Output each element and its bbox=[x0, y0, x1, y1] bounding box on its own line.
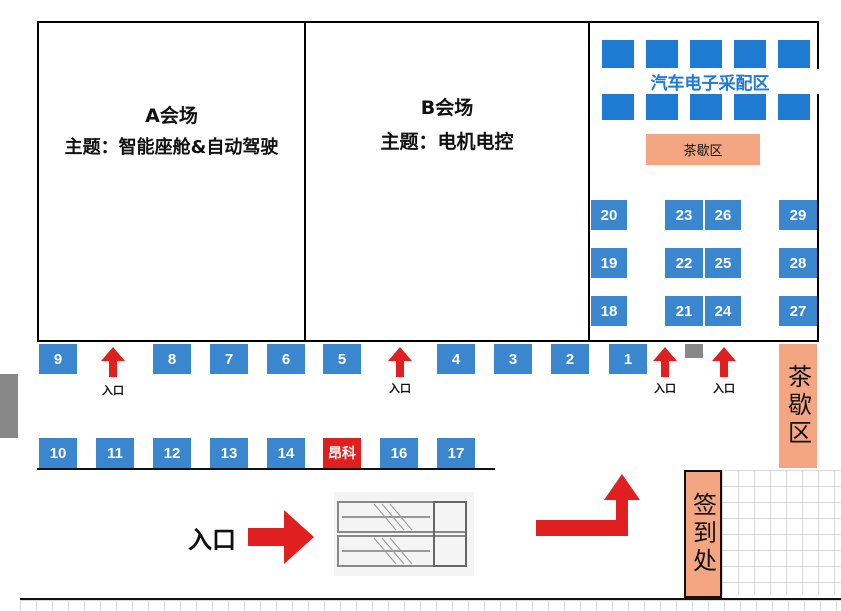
booth-19[interactable]: 19 bbox=[591, 248, 627, 278]
booth-21[interactable]: 21 bbox=[665, 296, 703, 326]
escalator-icon bbox=[334, 492, 474, 576]
route-arrow-icon bbox=[536, 474, 640, 536]
booth-14[interactable]: 14 bbox=[267, 438, 305, 468]
hall-b-theme: 主题：电机电控 bbox=[380, 131, 514, 153]
checkin-desk: 签到处 bbox=[684, 470, 722, 598]
booth-28[interactable]: 28 bbox=[779, 248, 817, 278]
hall-a-theme: 主题：智能座舱&自动驾驶 bbox=[64, 137, 279, 158]
procurement-booth bbox=[778, 92, 810, 120]
booth-20[interactable]: 20 bbox=[591, 200, 627, 230]
grey-marker bbox=[685, 344, 703, 358]
booth-10[interactable]: 10 bbox=[39, 438, 77, 468]
booth-25[interactable]: 25 bbox=[705, 248, 741, 278]
booth-4[interactable]: 4 bbox=[437, 344, 475, 374]
tea-area-inner: 茶歇区 bbox=[646, 134, 760, 165]
procurement-booth bbox=[734, 40, 766, 68]
hall-a: A会场 主题：智能座舱&自动驾驶 bbox=[37, 21, 306, 342]
grid-area bbox=[722, 470, 841, 595]
booth-23[interactable]: 23 bbox=[665, 200, 703, 230]
booth-18[interactable]: 18 bbox=[591, 296, 627, 326]
booth-7[interactable]: 7 bbox=[210, 344, 248, 374]
booth-13[interactable]: 13 bbox=[210, 438, 248, 468]
entrance-arrow-icon bbox=[712, 347, 736, 377]
procurement-booth bbox=[602, 40, 634, 68]
entrance-arrow-icon bbox=[101, 347, 125, 377]
entrance-label: 入口 bbox=[654, 382, 676, 395]
booth-24[interactable]: 24 bbox=[705, 296, 741, 326]
entrance-label: 入口 bbox=[102, 384, 124, 397]
corridor-line bbox=[37, 468, 495, 470]
booth-angke[interactable]: 昂科 bbox=[323, 438, 361, 468]
procurement-booth bbox=[646, 40, 678, 68]
tea-area-side: 茶歇区 bbox=[779, 344, 817, 468]
procurement-booth bbox=[734, 92, 766, 120]
booth-26[interactable]: 26 bbox=[705, 200, 741, 230]
booth-17[interactable]: 17 bbox=[437, 438, 475, 468]
booth-5[interactable]: 5 bbox=[323, 344, 361, 374]
hall-b-name: B会场 bbox=[420, 97, 474, 119]
booth-6[interactable]: 6 bbox=[267, 344, 305, 374]
bottom-ticks bbox=[20, 600, 841, 611]
entrance-label: 入口 bbox=[713, 382, 735, 395]
booth-27[interactable]: 27 bbox=[779, 296, 817, 326]
procurement-booth bbox=[690, 40, 722, 68]
booth-12[interactable]: 12 bbox=[153, 438, 191, 468]
procurement-booth bbox=[778, 40, 810, 68]
entrance-arrow-icon bbox=[388, 347, 412, 377]
booth-3[interactable]: 3 bbox=[494, 344, 532, 374]
procurement-booth bbox=[690, 92, 722, 120]
booth-22[interactable]: 22 bbox=[665, 248, 703, 278]
procurement-booth bbox=[646, 92, 678, 120]
booth-2[interactable]: 2 bbox=[551, 344, 589, 374]
edge-bar bbox=[0, 374, 18, 438]
booth-11[interactable]: 11 bbox=[96, 438, 134, 468]
hall-a-name: A会场 bbox=[145, 105, 198, 127]
procurement-booth bbox=[602, 92, 634, 120]
booth-9[interactable]: 9 bbox=[39, 344, 77, 374]
procurement-label: 汽车电子采配区 bbox=[600, 69, 820, 94]
booth-16[interactable]: 16 bbox=[380, 438, 418, 468]
bottom-line bbox=[20, 598, 841, 600]
entrance-arrow-icon bbox=[653, 347, 677, 377]
booth-1[interactable]: 1 bbox=[609, 344, 647, 374]
main-entrance-label: 入口 bbox=[188, 526, 236, 554]
hall-b: B会场 主题：电机电控 bbox=[304, 21, 590, 342]
entrance-label: 入口 bbox=[389, 382, 411, 395]
booth-29[interactable]: 29 bbox=[779, 200, 817, 230]
booth-8[interactable]: 8 bbox=[153, 344, 191, 374]
main-entrance-arrow-icon bbox=[248, 510, 314, 564]
